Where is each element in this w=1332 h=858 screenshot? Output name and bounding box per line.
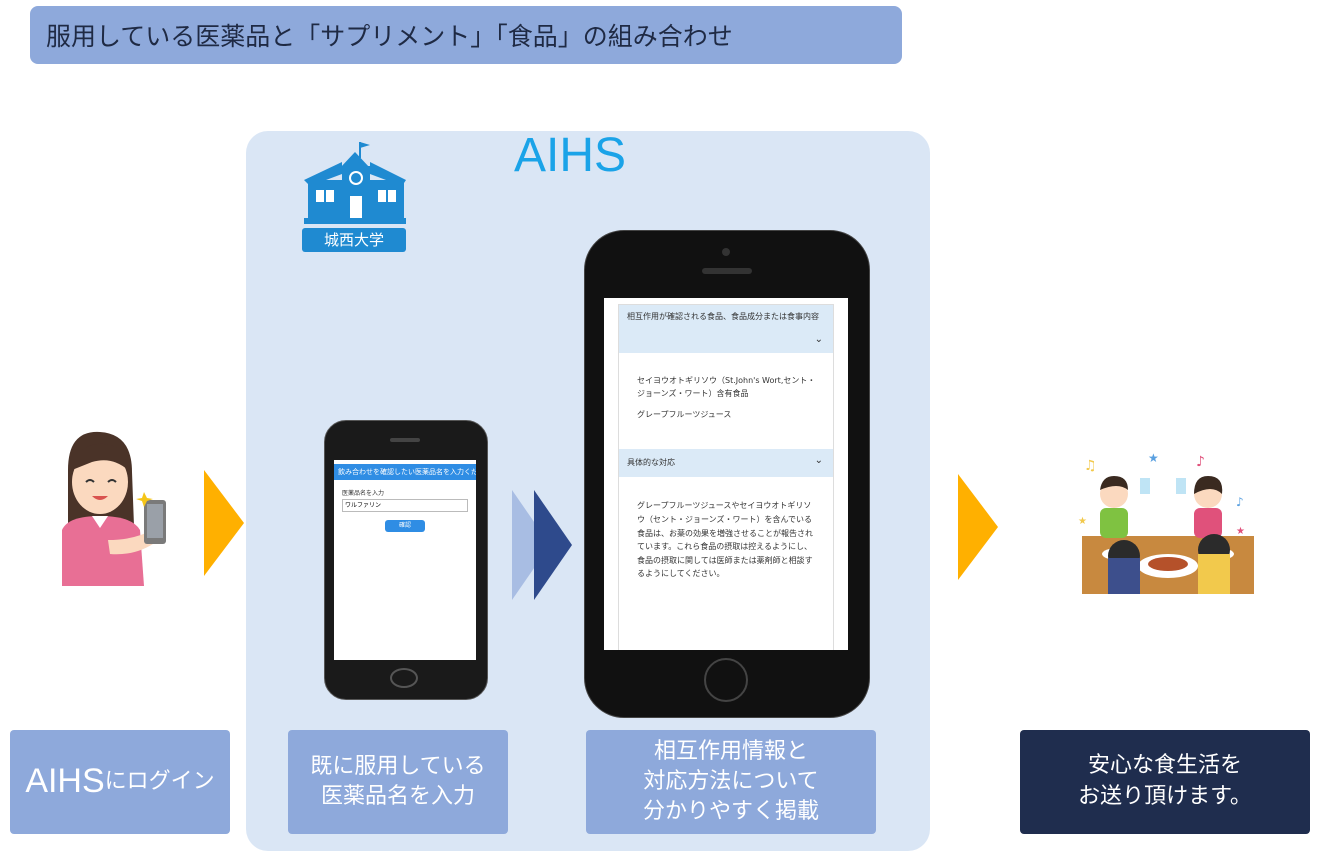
large-phone: 相互作用が確認される食品、食品成分または食事内容 ⌄ セイヨウオトギリソウ（St… bbox=[584, 230, 870, 718]
confirm-button[interactable]: 確認 bbox=[385, 520, 425, 532]
chevron-down-icon: ⌄ bbox=[814, 334, 823, 345]
small-phone-header: 飲み合わせを確認したい医薬品名を入力ください bbox=[334, 464, 476, 480]
step-input: 既に服用している 医薬品名を入力 bbox=[288, 730, 508, 834]
chevron-down-icon: ⌄ bbox=[814, 455, 823, 467]
svg-text:♪: ♪ bbox=[1236, 495, 1244, 509]
svg-text:★: ★ bbox=[1148, 451, 1159, 465]
small-phone-field-label: 医薬品名を入力 bbox=[342, 490, 385, 497]
medicine-input[interactable]: ワルファリン bbox=[342, 499, 468, 512]
double-chevron-icon bbox=[512, 490, 572, 600]
aihs-title: AIHS bbox=[513, 129, 627, 182]
step-input-line: 医薬品名を入力 bbox=[320, 784, 475, 809]
section-food-header[interactable]: 相互作用が確認される食品、食品成分または食事内容 ⌄ bbox=[619, 305, 833, 353]
svg-text:★: ★ bbox=[1236, 526, 1245, 537]
family-dining-icon: ♫ ♪ ♪ ★ ★ ★ bbox=[1078, 451, 1254, 594]
step-info-line: 対応方法について bbox=[643, 769, 819, 795]
step-info: 相互作用情報と 対応方法について 分かりやすく掲載 bbox=[586, 730, 876, 834]
section-advice-title: 具体的な対応 bbox=[627, 458, 675, 468]
list-item: グレープフルーツジュース bbox=[637, 409, 732, 419]
section-food-title: 相互作用が確認される食品、食品成分または食事内容 bbox=[627, 312, 819, 321]
step-result-line: お送り頂けます。 bbox=[1078, 784, 1252, 809]
arrow-right-icon bbox=[204, 470, 244, 576]
svg-text:♪: ♪ bbox=[1196, 454, 1205, 470]
step-info-line: 相互作用情報と bbox=[653, 739, 808, 765]
step-login-suffix: にログイン bbox=[104, 769, 215, 795]
arrow-right-icon bbox=[958, 474, 998, 580]
step-result-line: 安心な食生活を bbox=[1087, 753, 1242, 779]
person-with-phone-icon bbox=[62, 431, 166, 586]
university-name: 城西大学 bbox=[302, 228, 406, 252]
page-title-text: 服用している医薬品と「サプリメント」「食品」の組み合わせ bbox=[46, 22, 733, 51]
svg-text:★: ★ bbox=[1078, 516, 1087, 527]
section-advice-header[interactable]: 具体的な対応 ⌄ bbox=[619, 449, 833, 478]
step-info-line: 分かりやすく掲載 bbox=[642, 798, 819, 824]
university-logo: 城西大学 bbox=[302, 140, 408, 252]
step-input-line: 既に服用している bbox=[310, 754, 486, 780]
small-phone-screen: 飲み合わせを確認したい医薬品名を入力ください 医薬品名を入力 ワルファリン 確認 bbox=[334, 460, 476, 660]
school-building-icon bbox=[304, 142, 406, 224]
page-title: 服用している医薬品と「サプリメント」「食品」の組み合わせ bbox=[30, 6, 902, 64]
list-item: セイヨウオトギリソウ（St.John's Wort,セント・ジョーンズ・ワート）… bbox=[637, 376, 816, 398]
svg-text:♫: ♫ bbox=[1084, 458, 1097, 474]
step-login-main: AIHS bbox=[25, 762, 105, 801]
small-phone: 飲み合わせを確認したい医薬品名を入力ください 医薬品名を入力 ワルファリン 確認 bbox=[324, 420, 488, 700]
step-result: 安心な食生活を お送り頂けます。 bbox=[1020, 730, 1310, 834]
home-button-icon bbox=[390, 668, 418, 688]
advice-text: グレープフルーツジュースやセイヨウオトギリソウ（セント・ジョーンズ・ワート）を含… bbox=[637, 501, 813, 579]
large-phone-screen: 相互作用が確認される食品、食品成分または食事内容 ⌄ セイヨウオトギリソウ（St… bbox=[604, 298, 848, 650]
home-button-icon bbox=[704, 658, 748, 702]
